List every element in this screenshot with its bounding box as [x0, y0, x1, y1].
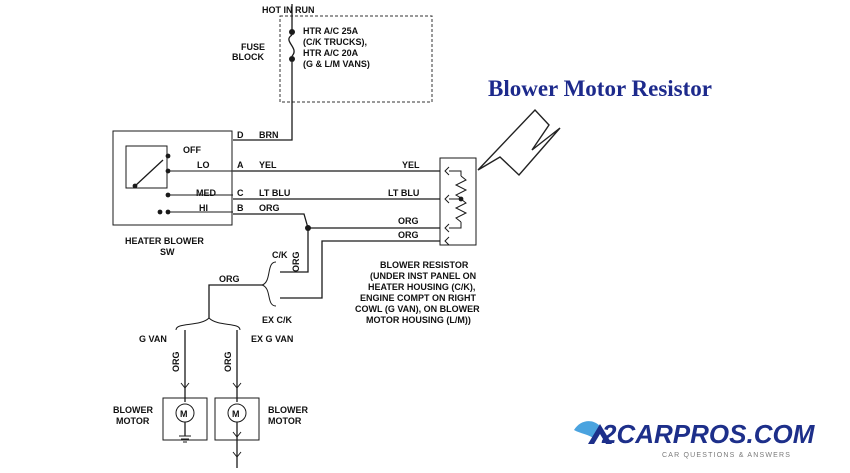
resistor-lead-bottom	[449, 222, 462, 229]
wire-org-res-lower	[280, 240, 440, 299]
resistor-line-6: MOTOR HOUSING (L/M))	[366, 315, 471, 325]
connector-g-van-top	[180, 382, 190, 389]
motor-label-right-2: MOTOR	[268, 416, 302, 426]
resistor-line-1: BLOWER RESISTOR	[380, 260, 469, 270]
brand-name: 2CARPROS.COM	[601, 419, 816, 449]
motor-m-left: M	[180, 409, 188, 419]
fuse-block-box	[279, 15, 433, 103]
switch-pivot	[132, 183, 138, 189]
wire-label-lt-blu-right: LT BLU	[388, 188, 419, 198]
fuse-block-label-1: FUSE	[241, 42, 265, 52]
brand-logo: 2CARPROS.COM CAR QUESTIONS & ANSWERS	[574, 419, 816, 459]
motor-label-right-1: BLOWER	[268, 405, 308, 415]
terminal-a: A	[237, 160, 244, 170]
resistor-terminal-org-lower	[444, 236, 450, 246]
switch-lever	[134, 159, 164, 187]
wire-brn	[233, 62, 293, 141]
fuse-element	[288, 34, 295, 57]
branch-label-ex-g-van: EX G VAN	[251, 334, 293, 344]
motor-m-right: M	[232, 409, 240, 419]
terminal-b: B	[237, 203, 244, 213]
connector-ex-g-van-end	[232, 451, 242, 458]
branch-label-ex-ck: EX C/K	[262, 315, 293, 325]
resistor-terminal-org-upper	[444, 223, 450, 233]
callout-arrow	[477, 108, 561, 177]
switch-contact-hi-aux	[157, 209, 163, 215]
wire-label-org-res-lower: ORG	[398, 230, 419, 240]
wire-label-org-b: ORG	[259, 203, 280, 213]
resistor-tap	[458, 196, 464, 202]
fuse-rating-line-2: (C/K TRUCKS),	[303, 37, 367, 47]
brand-check-icon	[588, 424, 612, 444]
fuse-rating-line-1: HTR A/C 25A	[303, 26, 359, 36]
hot-in-run-label: HOT IN RUN	[262, 5, 315, 15]
switch-position-hi: HI	[199, 203, 208, 213]
resistor-coil-upper	[454, 175, 468, 199]
switch-name-line-2: SW	[160, 247, 175, 257]
wire-label-org-g-van: ORG	[171, 351, 181, 372]
wire-label-brn: BRN	[259, 130, 279, 140]
switch-position-off: OFF	[183, 145, 201, 155]
wire-org-ck	[280, 228, 309, 273]
motor-box-left	[162, 397, 208, 441]
fuse-terminal-bottom	[289, 56, 295, 62]
wire-org-main	[208, 284, 262, 318]
resistor-line-4: ENGINE COMPT ON RIGHT	[360, 293, 477, 303]
fuse-terminal-top	[289, 29, 295, 35]
switch-contact-off	[165, 153, 171, 159]
wire-label-yel-left: YEL	[259, 160, 277, 170]
branch-label-ck: C/K	[272, 250, 288, 260]
ck-brace	[260, 261, 277, 307]
wire-label-org-ex-g-van: ORG	[223, 351, 233, 372]
fuse-block-label-2: BLOCK	[232, 52, 264, 62]
resistor-terminal-yel	[444, 166, 450, 176]
switch-position-med: MED	[196, 188, 217, 198]
resistor-terminal-lt-blu	[444, 194, 450, 204]
branch-label-g-van: G VAN	[139, 334, 167, 344]
van-brace	[175, 317, 241, 331]
wire-label-org-main: ORG	[219, 274, 240, 284]
resistor-box	[439, 157, 477, 246]
connector-ex-g-van-bottom	[232, 431, 242, 438]
wire-label-lt-blu-left: LT BLU	[259, 188, 290, 198]
switch-inner-box	[125, 145, 168, 189]
wire-org-b	[233, 213, 309, 229]
wire-label-org-ck: ORG	[291, 251, 301, 272]
fuse-rating-line-3: HTR A/C 20A	[303, 48, 359, 58]
resistor-line-2: (UNDER INST PANEL ON	[370, 271, 476, 281]
switch-name-line-1: HEATER BLOWER	[125, 236, 204, 246]
resistor-line-3: HEATER HOUSING (C/K),	[368, 282, 475, 292]
motor-label-left-1: BLOWER	[113, 405, 153, 415]
switch-position-lo: LO	[197, 160, 210, 170]
resistor-coil-lower	[454, 198, 468, 223]
switch-box	[112, 130, 233, 226]
fuse-rating-line-4: (G & L/M VANS)	[303, 59, 370, 69]
resistor-line-5: COWL (G VAN), ON BLOWER	[355, 304, 480, 314]
brand-tagline: CAR QUESTIONS & ANSWERS	[662, 452, 791, 459]
motor-label-left-2: MOTOR	[116, 416, 150, 426]
resistor-lead-top	[449, 170, 462, 176]
terminal-c: C	[237, 188, 244, 198]
wire-label-yel-right: YEL	[402, 160, 420, 170]
wire-label-org-res-upper: ORG	[398, 216, 419, 226]
connector-ex-g-van-top	[232, 382, 242, 389]
terminal-d: D	[237, 130, 244, 140]
callout-title: Blower Motor Resistor	[488, 76, 712, 101]
